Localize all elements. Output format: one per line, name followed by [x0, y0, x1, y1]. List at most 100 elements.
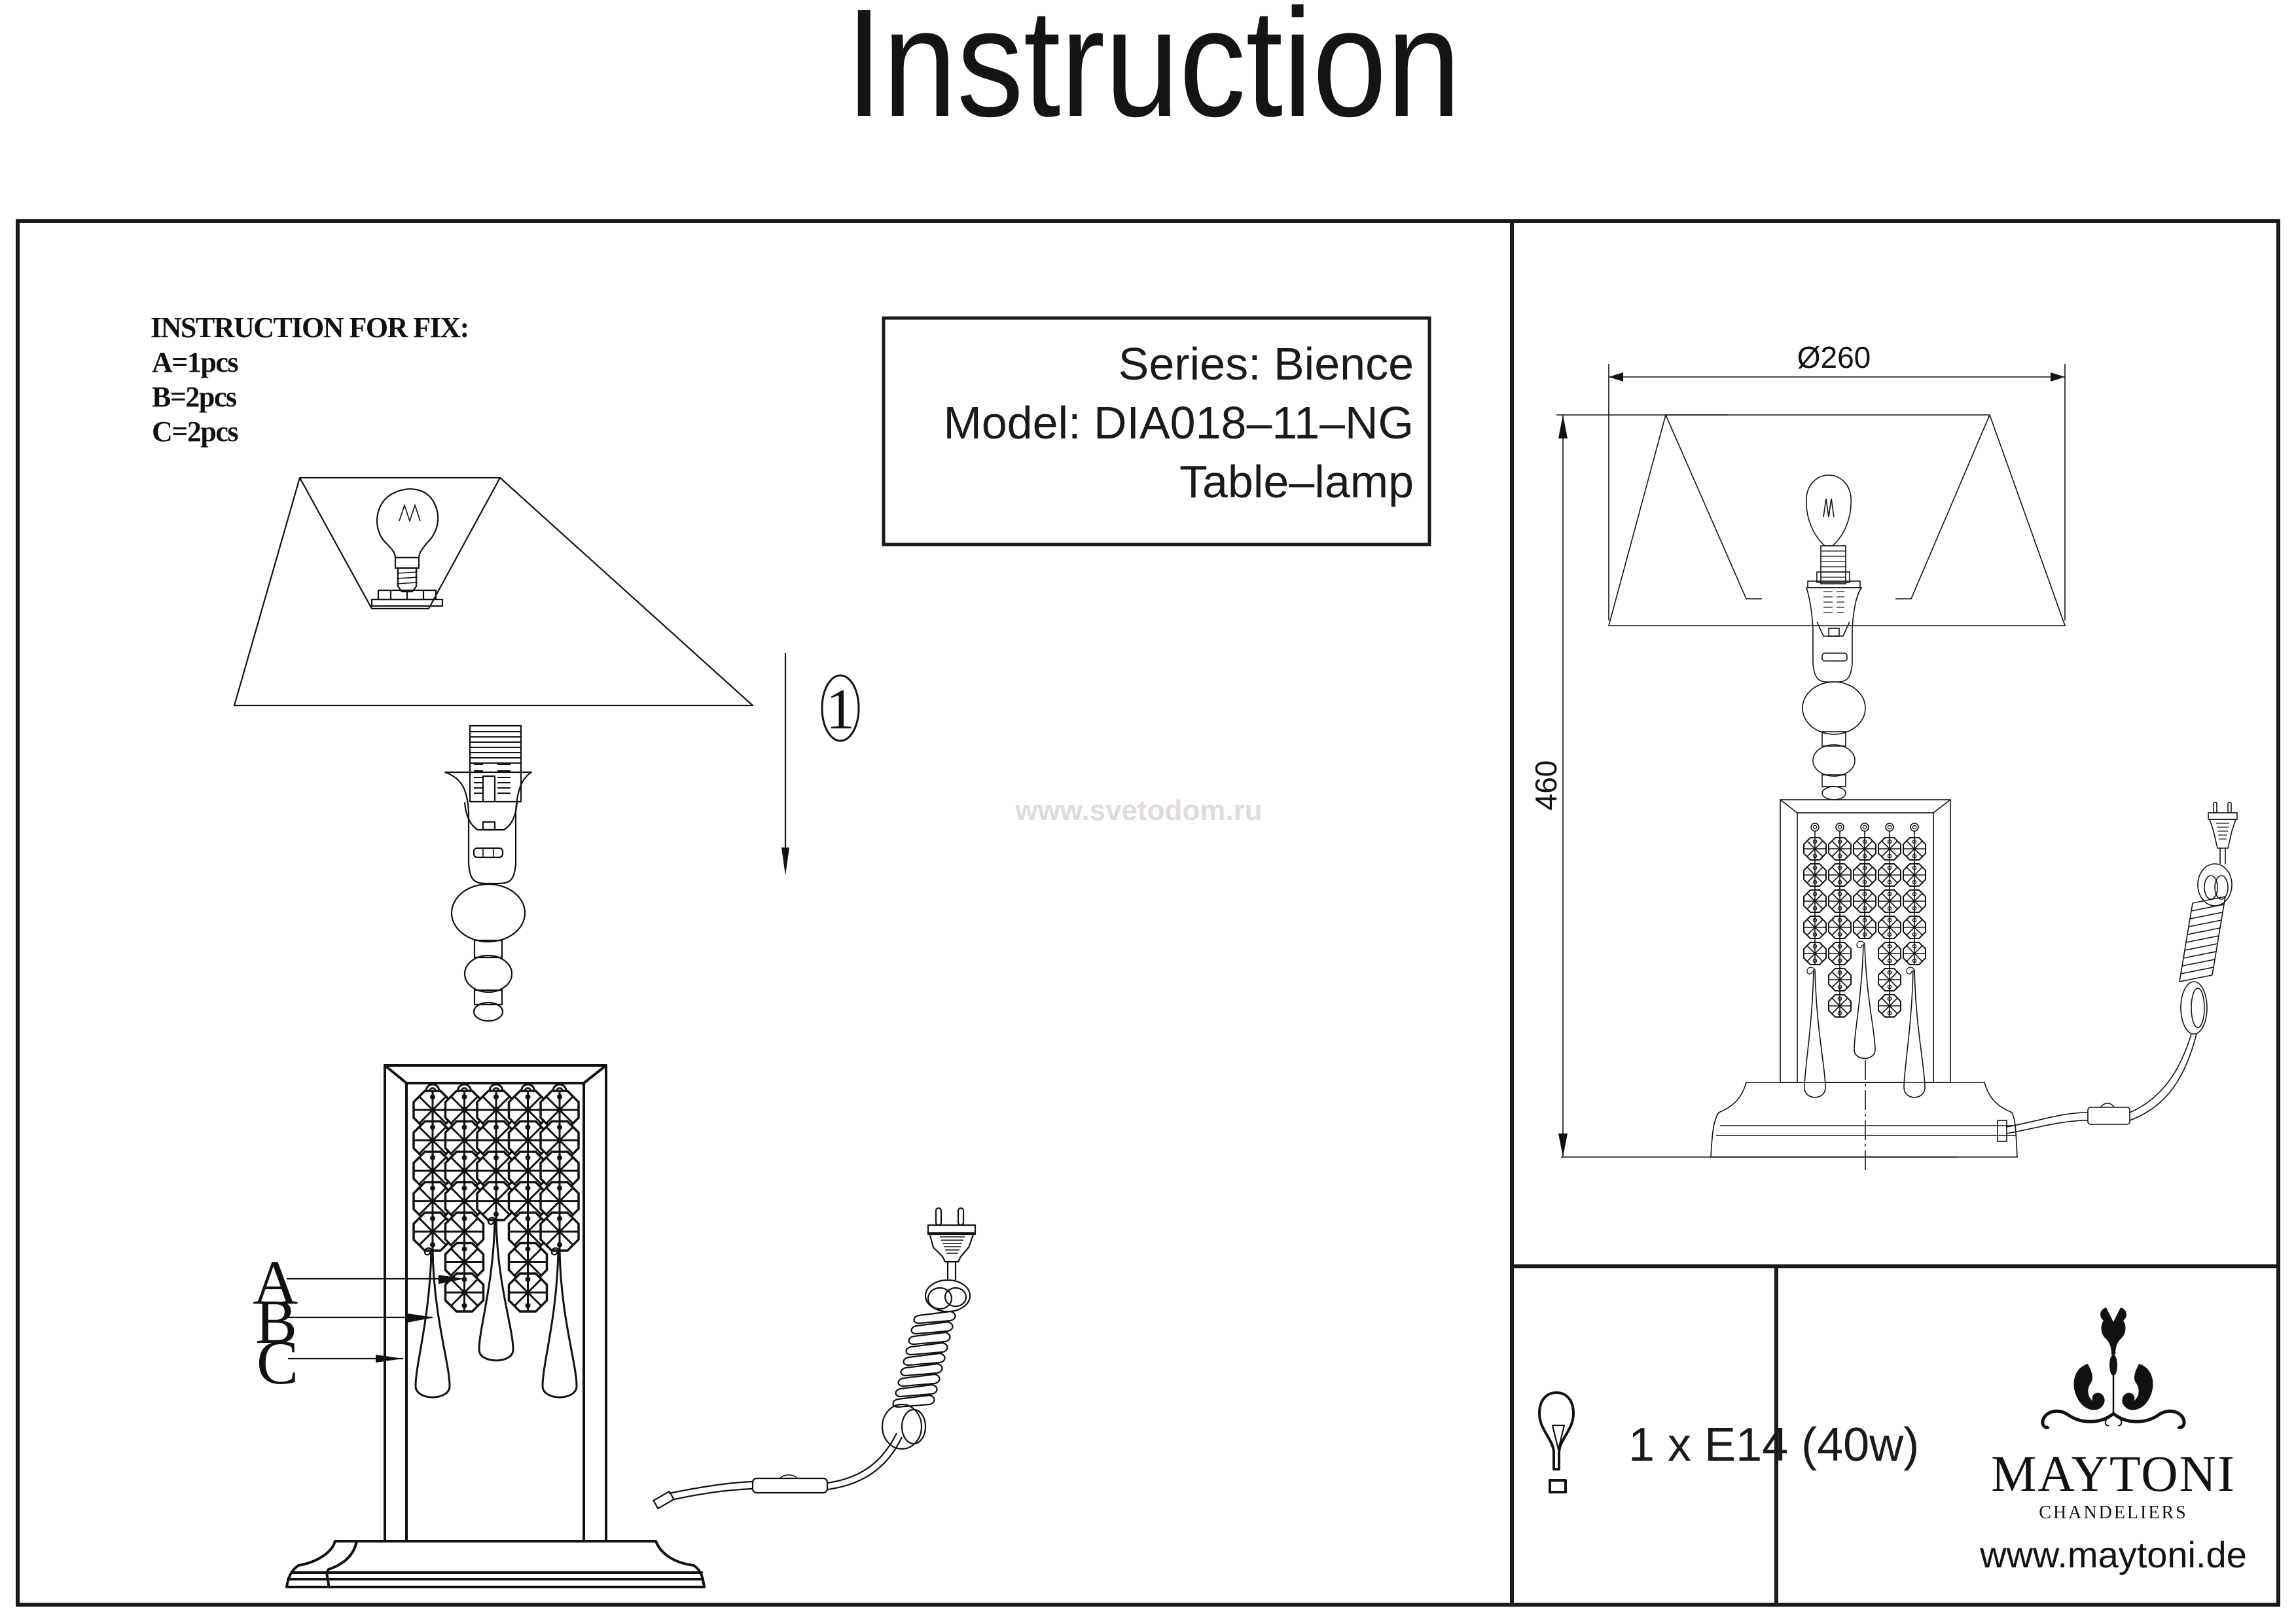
crystal-strand	[476, 1083, 516, 1362]
power-cord-side	[1997, 802, 2238, 1142]
teardrop-crystal	[414, 1250, 451, 1399]
octagon-crystal	[1853, 863, 1876, 887]
octagon-crystal	[1903, 889, 1926, 913]
crystal-strand	[1803, 823, 1827, 1098]
page-title: Instruction	[846, 0, 1461, 149]
bulb-spec-panel: 1 x E14 (40w)	[1538, 1391, 1919, 1493]
brand-subtitle: CHANDELIERS	[2039, 1503, 2187, 1523]
part-label-a: A	[253, 1247, 298, 1317]
teardrop-crystal	[1804, 969, 1826, 1098]
model-text: Model: DIA018–11–NG	[943, 397, 1414, 448]
diameter-dimension: Ø260	[1608, 340, 2066, 620]
octagon-crystal	[1828, 942, 1852, 965]
crystal-strands-side	[1803, 823, 1926, 1098]
octagon-crystal	[1853, 837, 1876, 861]
octagon-crystal	[1828, 968, 1852, 991]
brand-name: MAYTONI	[1991, 1445, 2236, 1502]
octagon-crystal	[1853, 916, 1876, 939]
outer-border	[16, 219, 2280, 1607]
chandelier-logo-icon	[2041, 1308, 2186, 1429]
octagon-crystal	[1803, 916, 1827, 939]
teardrop-crystal	[541, 1250, 578, 1399]
diameter-label: Ø260	[1797, 340, 1871, 374]
crystal-strand	[1828, 823, 1852, 1018]
teardrop-crystal	[1903, 969, 1926, 1098]
bulb-spec-text: 1 x E14 (40w)	[1628, 1419, 1919, 1471]
inline-switch	[751, 1477, 829, 1494]
octagon-crystal	[539, 1211, 580, 1252]
octagon-crystal	[1878, 916, 1901, 939]
teardrop-crystal-large	[478, 1220, 514, 1362]
assembly-drawing: A B C	[233, 476, 977, 1588]
crystal-strand	[1853, 823, 1876, 1059]
step-circle	[821, 674, 860, 742]
octagon-crystal	[1878, 994, 1901, 1018]
octagon-crystal	[1903, 837, 1926, 861]
crystal-strand	[1903, 823, 1926, 1098]
brand-panel: MAYTONI CHANDELIERS www.maytoni.de	[1979, 1308, 2247, 1575]
octagon-crystal	[1903, 863, 1926, 887]
fix-item-b: B=2pcs	[152, 381, 237, 413]
octagon-crystal	[507, 1272, 548, 1313]
octagon-crystal	[1803, 889, 1827, 913]
octagon-crystal	[1853, 889, 1876, 913]
height-label: 460	[1529, 760, 1563, 811]
octagon-crystal	[1803, 863, 1827, 887]
octagon-crystal	[1878, 942, 1901, 965]
octagon-crystal	[1903, 916, 1926, 939]
hook-ring-icon	[1835, 823, 1844, 832]
bulb-icon	[1538, 1391, 1575, 1493]
lamp-body	[285, 1064, 706, 1588]
crystal-strand	[1878, 823, 1901, 1018]
lamp-base	[285, 1540, 706, 1588]
crystal-strand	[412, 1083, 453, 1399]
part-callouts: A B C	[253, 1247, 465, 1397]
model-info-border	[882, 316, 1431, 546]
plug-icon	[927, 1207, 977, 1263]
product-type-text: Table–lamp	[1179, 456, 1414, 507]
fix-heading: INSTRUCTION FOR FIX:	[151, 312, 469, 344]
octagon-crystal	[1878, 968, 1901, 991]
series-text: Series: Bience	[1119, 338, 1414, 389]
coiled-cord	[881, 1279, 971, 1450]
step-indicator: 1	[781, 653, 860, 876]
power-cord	[653, 1207, 977, 1510]
octagon-crystal	[1828, 889, 1852, 913]
teardrop-crystal-large	[1854, 943, 1876, 1059]
page-title-group: Instruction	[846, 0, 1461, 149]
octagon-crystal	[1828, 837, 1852, 861]
height-dimension: 460	[1529, 414, 1957, 1158]
body-side-view	[1710, 799, 2018, 1171]
octagon-crystal	[1878, 889, 1901, 913]
hook-ring-icon	[1810, 823, 1820, 832]
fix-item-a: A=1pcs	[152, 346, 238, 378]
lampshade	[233, 476, 754, 707]
hook-ring-icon	[1860, 823, 1869, 832]
shade-ring	[370, 589, 444, 607]
lamp-stem	[444, 771, 533, 1022]
crystal-strands	[412, 1083, 580, 1399]
dimension-drawing: Ø260 460	[1529, 340, 2238, 1171]
octagon-crystal	[1828, 863, 1852, 887]
step-number: 1	[826, 678, 855, 741]
watermark: www.svetodom.ru	[1014, 794, 1262, 827]
octagon-crystal	[1828, 994, 1852, 1018]
part-label-c: C	[257, 1327, 298, 1397]
step-arrow-head	[781, 847, 789, 876]
hook-ring-icon	[1910, 823, 1919, 832]
sheet-frame	[16, 219, 2280, 1607]
octagon-crystal	[1803, 942, 1827, 965]
crystal-strand	[444, 1083, 485, 1313]
octagon-crystal	[1903, 942, 1926, 965]
crystal-strand	[539, 1083, 580, 1399]
bulb-side-view	[1802, 474, 1866, 800]
light-bulb-icon	[376, 488, 439, 593]
cord-grommet	[653, 1490, 675, 1510]
brand-url[interactable]: www.maytoni.de	[1979, 1534, 2247, 1575]
octagon-crystal	[1878, 837, 1901, 861]
octagon-crystal	[1803, 837, 1827, 861]
part-label-b: B	[255, 1287, 297, 1357]
shade-side-view	[1607, 414, 2066, 626]
hook-ring-icon	[1885, 823, 1894, 832]
